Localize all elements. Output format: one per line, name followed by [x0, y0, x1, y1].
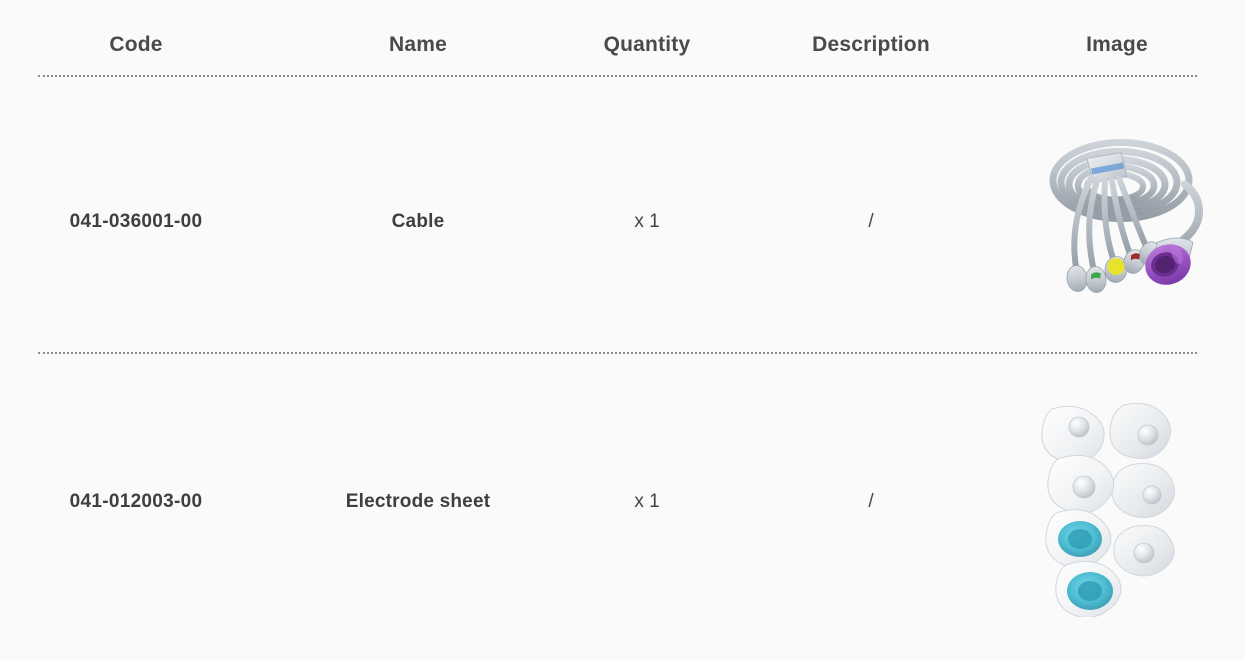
cell-description: /	[868, 211, 874, 232]
cell-image	[1017, 125, 1217, 320]
cell-code: 041-012003-00	[69, 491, 203, 512]
cell-name: Electrode sheet	[345, 491, 491, 512]
header-divider	[38, 75, 1197, 77]
cell-name: Cable	[391, 211, 445, 232]
cell-description: /	[868, 491, 874, 512]
electrode-sheet-image	[1032, 387, 1202, 617]
cell-quantity: x 1	[634, 211, 660, 232]
column-header-code: Code	[109, 33, 163, 56]
table-row: 041-012003-00 Electrode sheet x 1 /	[0, 353, 1245, 633]
table-header: Code Name Quantity Description Image	[0, 0, 1245, 75]
cell-image	[1032, 387, 1202, 617]
cell-quantity: x 1	[634, 491, 660, 512]
column-header-description: Description	[812, 33, 930, 56]
table-row: 041-036001-00 Cable x 1 /	[0, 76, 1245, 352]
ecg-cable-image	[1017, 125, 1217, 320]
cell-code: 041-036001-00	[69, 211, 203, 232]
column-header-name: Name	[389, 33, 447, 56]
column-header-image: Image	[1086, 33, 1148, 56]
column-header-quantity: Quantity	[603, 33, 691, 56]
row-divider	[38, 352, 1197, 354]
